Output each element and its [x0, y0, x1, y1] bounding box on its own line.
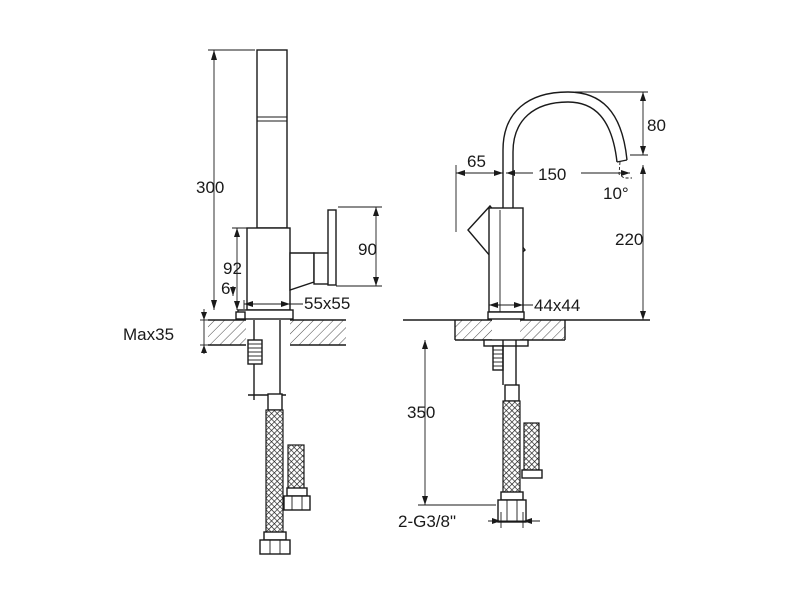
dim-hose-length: 350	[407, 340, 496, 506]
front-countertop	[403, 319, 650, 342]
dim-height-total: 300	[196, 49, 255, 310]
dim-lever-height: 90	[336, 206, 382, 287]
front-under-deck	[483, 339, 543, 523]
label-front-base-size: 44x44	[534, 296, 580, 315]
label-side-base-size: 55x55	[304, 294, 350, 313]
dim-outlet-height: 220	[615, 165, 646, 320]
side-under-deck	[235, 311, 311, 555]
label-spout-rise: 80	[647, 116, 666, 135]
label-spout-reach: 150	[538, 165, 566, 184]
label-body-height: 92	[223, 259, 242, 278]
side-faucet-body	[237, 49, 337, 320]
dim-spout-angle: 10°	[603, 184, 629, 203]
label-height-total: 300	[196, 178, 224, 197]
label-spout-angle: 10°	[603, 184, 629, 203]
front-faucet-body	[467, 204, 526, 320]
side-countertop	[208, 319, 346, 347]
dim-body-height: 92	[223, 227, 256, 310]
label-outlet-height: 220	[615, 230, 643, 249]
front-view: 80 65 150 10° 220	[398, 91, 666, 531]
label-hose-length: 350	[407, 403, 435, 422]
dim-spout-offset: 65	[455, 152, 503, 232]
label-lever-height: 90	[358, 240, 377, 259]
label-spout-offset: 65	[467, 152, 486, 171]
dim-spout-reach: 150	[506, 164, 630, 184]
dim-plate-offset: 6	[221, 279, 236, 298]
label-deck-thickness: Max35	[123, 325, 174, 344]
front-spout	[502, 91, 632, 210]
dim-front-base-size: 44x44	[488, 296, 580, 315]
label-hose-thread: 2-G3/8"	[398, 512, 456, 531]
dim-deck-thickness: Max35	[123, 309, 208, 354]
dim-spout-rise: 80	[575, 91, 666, 156]
label-plate-offset: 6	[221, 279, 230, 298]
dim-side-base-size: 55x55	[243, 294, 350, 313]
side-view: 300 92 6 55x55	[123, 49, 382, 555]
dim-hose-thread: 2-G3/8"	[398, 512, 540, 531]
